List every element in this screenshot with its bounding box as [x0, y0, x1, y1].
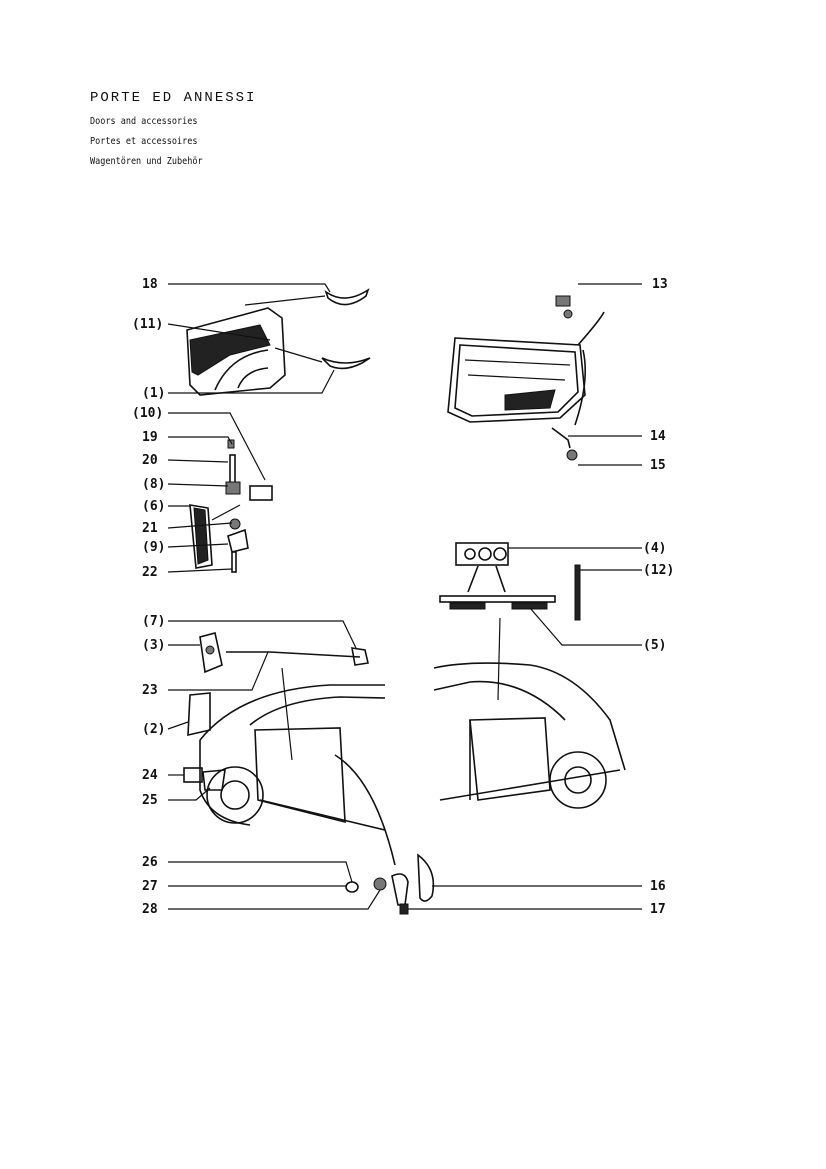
callout-20: 20 — [142, 453, 158, 468]
heading-title: PORTE ED ANNESSI — [90, 90, 257, 106]
callout-21: 21 — [142, 521, 158, 536]
callout-23: 23 — [142, 683, 158, 698]
callout-12: (12) — [643, 563, 674, 578]
callout-15: 15 — [650, 458, 666, 473]
callout-28: 28 — [142, 902, 158, 917]
callout-5: (5) — [643, 638, 666, 653]
callout-1: (1) — [142, 386, 165, 401]
callout-16: 16 — [650, 879, 666, 894]
door-panel-right-drawing — [447, 295, 605, 461]
callout-3: (3) — [142, 638, 165, 653]
callout-8: (8) — [142, 477, 165, 492]
interior-handle-upper-drawing — [324, 288, 370, 306]
callout-10: (10) — [132, 406, 163, 421]
callout-7: (7) — [142, 614, 165, 629]
lock-parts-drawing — [189, 439, 273, 573]
heading-subtitle-de: Wagentören und Zubehör — [90, 156, 203, 167]
interior-handle-lower-drawing — [321, 357, 371, 370]
callout-27: 27 — [142, 879, 158, 894]
heading-subtitle-en: Doors and accessories — [90, 116, 198, 127]
callout-6: (6) — [142, 499, 165, 514]
car-side-left-drawing — [199, 684, 396, 866]
latch-parts-drawing — [183, 632, 435, 915]
car-rear-right-drawing — [433, 662, 626, 809]
page-heading: PORTE ED ANNESSI Doors and accessories P… — [90, 90, 256, 172]
callout-19: 19 — [142, 430, 158, 445]
callout-2: (2) — [142, 722, 165, 737]
leader-lines — [167, 283, 642, 910]
callout-11: (11) — [132, 317, 163, 332]
heading-subtitle-fr: Portes et accessoires — [90, 136, 198, 147]
callout-17: 17 — [650, 902, 666, 917]
callout-14: 14 — [650, 429, 666, 444]
window-lifter-drawing — [439, 542, 581, 621]
callout-9: (9) — [142, 540, 165, 555]
callout-24: 24 — [142, 768, 158, 783]
callout-13: 13 — [652, 277, 668, 292]
callout-22: 22 — [142, 565, 158, 580]
callout-4: (4) — [643, 541, 666, 556]
callout-18: 18 — [142, 277, 158, 292]
callout-25: 25 — [142, 793, 158, 808]
door-inner-panel-drawing — [186, 307, 286, 396]
callout-26: 26 — [142, 855, 158, 870]
